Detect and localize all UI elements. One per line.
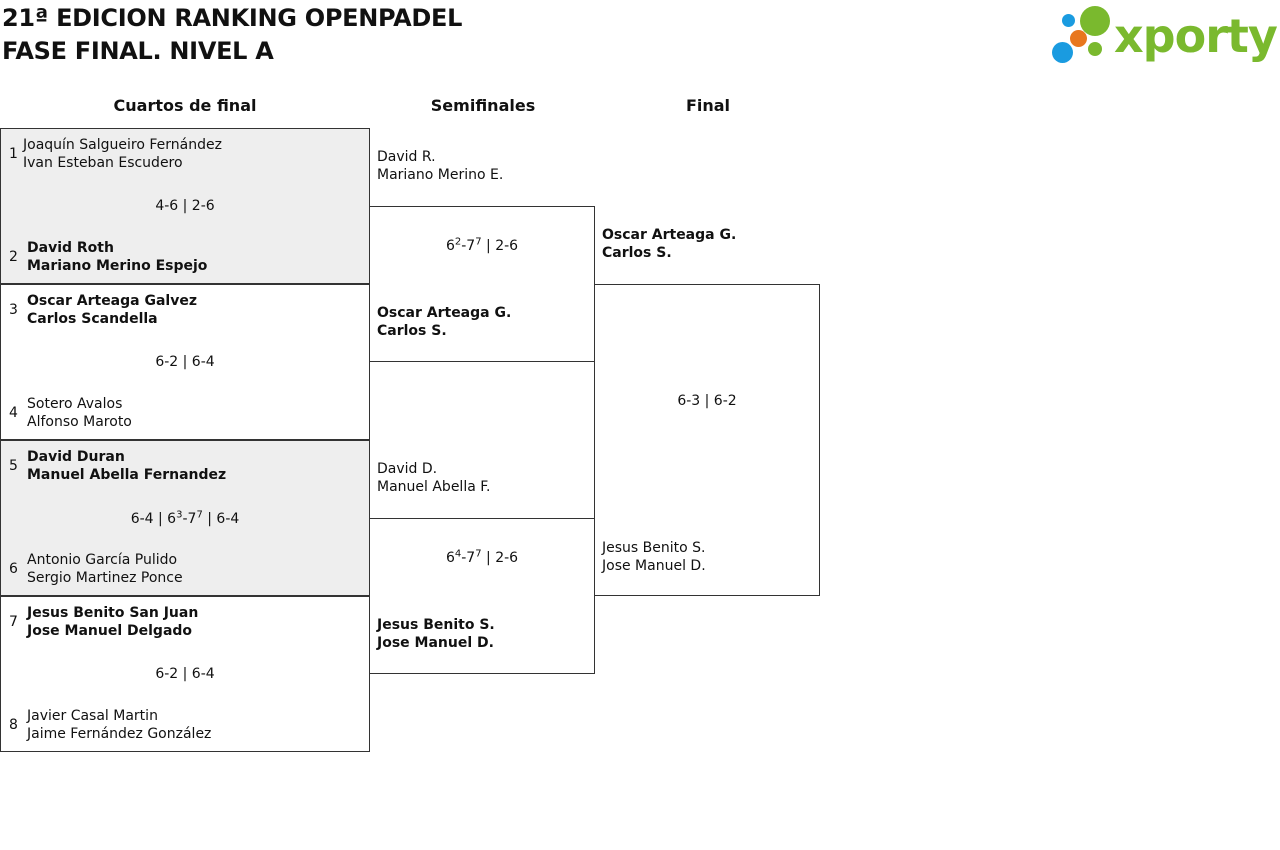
semifinal-2-team-a: David D. Manuel Abella F. (377, 460, 491, 496)
semifinal-1-team-b-winner: Oscar Arteaga G. Carlos S. (377, 304, 511, 340)
team-b-winner: David Roth Mariano Merino Espejo (27, 239, 207, 275)
match-score: 4-6 | 2-6 (155, 198, 215, 214)
player-name: Sergio Martinez Ponce (27, 570, 183, 586)
semifinal-match-2: 64-77 | 2-6 Jesus Benito S. Jose Manuel … (369, 518, 595, 674)
team-b: Sotero Avalos Alfonso Maroto (27, 395, 132, 431)
final-team-a-winner: Oscar Arteaga G. Carlos S. (602, 226, 736, 262)
logo-dot-green-icon (1080, 6, 1110, 36)
seed-number: 3 (9, 302, 18, 318)
match-score: 64-77 | 2-6 (445, 548, 519, 566)
seed-number: 7 (9, 614, 18, 630)
seed-number: 6 (9, 561, 18, 577)
semifinal-2-team-b-winner: Jesus Benito S. Jose Manuel D. (377, 616, 495, 652)
match-score: 62-77 | 2-6 (445, 236, 519, 254)
seed-number: 4 (9, 405, 18, 421)
player-name: Joaquín Salgueiro Fernández (23, 137, 222, 153)
player-name: David R. (377, 149, 436, 165)
team-a-winner: Jesus Benito San Juan Jose Manuel Delgad… (27, 604, 198, 640)
round-label-semifinals: Semifinales (430, 96, 536, 115)
player-name: Ivan Esteban Escudero (23, 155, 183, 171)
seed-number: 2 (9, 249, 18, 265)
round-label-quarterfinals: Cuartos de final (113, 96, 257, 115)
page-title-line1: 21ª EDICION RANKING OPENPADEL (2, 4, 463, 32)
team-b: Javier Casal Martin Jaime Fernández Gonz… (27, 707, 211, 743)
player-name: Alfonso Maroto (27, 414, 132, 430)
player-name: Jesus Benito San Juan (27, 605, 199, 621)
player-name: Jesus Benito S. (377, 617, 495, 633)
match-score: 6-4 | 63-77 | 6-4 (130, 509, 240, 527)
player-name: Oscar Arteaga G. (377, 305, 512, 321)
team-a: Joaquín Salgueiro Fernández Ivan Esteban… (23, 136, 222, 172)
round-label-final: Final (685, 96, 731, 115)
player-name: Javier Casal Martin (27, 708, 158, 724)
final-match: 6-3 | 6-2 Jesus Benito S. Jose Manuel D. (594, 284, 820, 596)
match-score: 6-2 | 6-4 (155, 354, 215, 370)
quarterfinal-match-4: 7 Jesus Benito San Juan Jose Manuel Delg… (0, 596, 370, 752)
player-name: Mariano Merino E. (377, 167, 504, 183)
logo-dot-blue-large-icon (1052, 42, 1073, 63)
team-b: Antonio García Pulido Sergio Martinez Po… (27, 551, 183, 587)
player-name: Jaime Fernández González (27, 726, 212, 742)
player-name: Jose Manuel Delgado (27, 623, 193, 639)
seed-number: 8 (9, 717, 18, 733)
logo-dot-green-small-icon (1088, 42, 1102, 56)
player-name: Carlos S. (377, 323, 447, 339)
final-team-b: Jesus Benito S. Jose Manuel D. (602, 539, 706, 575)
logo-dot-blue-small-icon (1062, 14, 1075, 27)
quarterfinal-match-2: 3 Oscar Arteaga Galvez Carlos Scandella … (0, 284, 370, 440)
logo-dot-orange-icon (1070, 30, 1087, 47)
page-title-line2: FASE FINAL. NIVEL A (2, 37, 274, 65)
player-name: David Duran (27, 449, 125, 465)
player-name: Antonio García Pulido (27, 552, 178, 568)
quarterfinal-match-1: 1 Joaquín Salgueiro Fernández Ivan Esteb… (0, 128, 370, 284)
player-name: Oscar Arteaga G. (602, 227, 737, 243)
team-a-winner: Oscar Arteaga Galvez Carlos Scandella (27, 292, 197, 328)
match-score: 6-3 | 6-2 (677, 393, 737, 409)
seed-number: 5 (9, 458, 18, 474)
logo-text: xporty (1114, 9, 1278, 63)
player-name: Manuel Abella Fernandez (27, 467, 227, 483)
player-name: Jesus Benito S. (602, 540, 706, 556)
player-name: Oscar Arteaga Galvez (27, 293, 197, 309)
player-name: Jose Manuel D. (377, 635, 494, 651)
player-name: David D. (377, 461, 438, 477)
xporty-logo: xporty (1050, 4, 1278, 68)
quarterfinal-match-3: 5 David Duran Manuel Abella Fernandez 6-… (0, 440, 370, 596)
player-name: Carlos S. (602, 245, 672, 261)
player-name: Carlos Scandella (27, 311, 158, 327)
player-name: David Roth (27, 240, 114, 256)
seed-number: 1 (9, 146, 18, 162)
player-name: Jose Manuel D. (602, 558, 706, 574)
player-name: Sotero Avalos (27, 396, 123, 412)
player-name: Manuel Abella F. (377, 479, 491, 495)
semifinal-1-team-a: David R. Mariano Merino E. (377, 148, 503, 184)
match-score: 6-2 | 6-4 (155, 666, 215, 682)
player-name: Mariano Merino Espejo (27, 258, 208, 274)
team-a-winner: David Duran Manuel Abella Fernandez (27, 448, 226, 484)
semifinal-match-1: 62-77 | 2-6 Oscar Arteaga G. Carlos S. (369, 206, 595, 362)
